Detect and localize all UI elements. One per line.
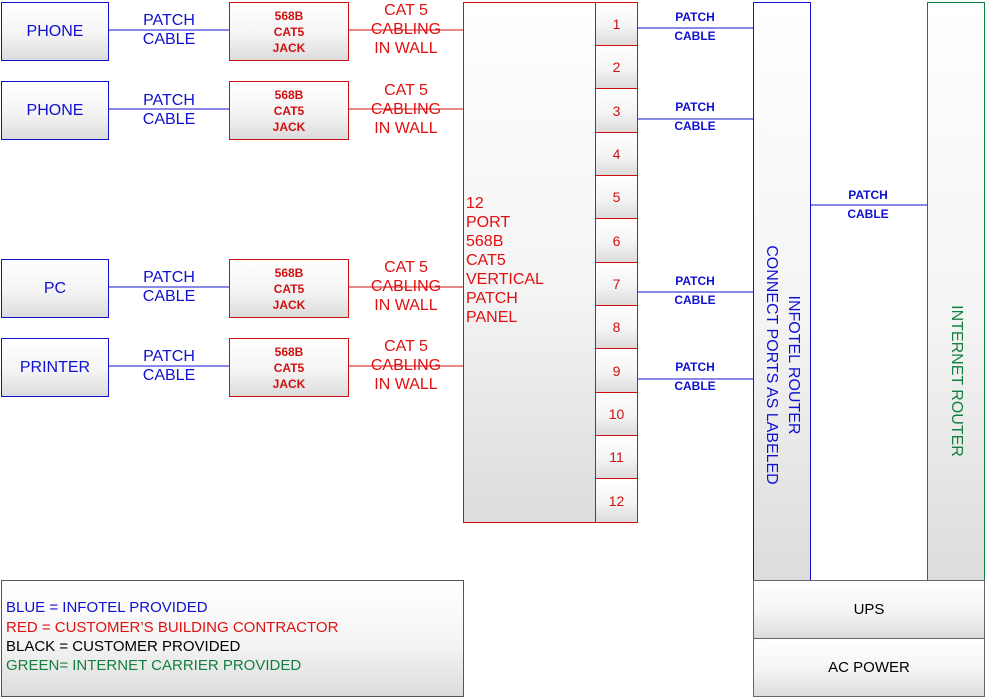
device-phone-1: PHONE (1, 2, 109, 61)
panel-port-5: 5 (595, 175, 638, 219)
panel-port-2: 2 (595, 45, 638, 89)
device-phone-2: PHONE (1, 81, 109, 140)
ac-power-box: AC POWER (753, 638, 985, 697)
legend-green: GREEN= INTERNET CARRIER PROVIDED (6, 657, 302, 674)
panel-port-4: 4 (595, 132, 638, 176)
legend: BLUE = INFOTEL PROVIDED RED = CUSTOMER’S… (1, 580, 464, 697)
ups-box: UPS (753, 580, 985, 639)
panel-port-11: 11 (595, 435, 638, 479)
panel-port-3: 3 (595, 88, 638, 133)
panel-port-12: 12 (595, 478, 638, 523)
internet-router-label: INTERNET ROUTER (948, 305, 965, 457)
panel-port-1: 1 (595, 2, 638, 46)
panel-port-9: 9 (595, 348, 638, 393)
legend-blue: BLUE = INFOTEL PROVIDED (6, 599, 208, 616)
panel-port-8: 8 (595, 305, 638, 349)
panel-port-7: 7 (595, 262, 638, 306)
device-printer: PRINTER (1, 338, 109, 397)
device-pc: PC (1, 259, 109, 318)
panel-port-6: 6 (595, 218, 638, 263)
panel-port-10: 10 (595, 392, 638, 436)
legend-black: BLACK = CUSTOMER PROVIDED (6, 638, 241, 655)
legend-red: RED = CUSTOMER’S BUILDING CONTRACTOR (6, 619, 339, 636)
infotel-router (753, 2, 811, 581)
internet-router (927, 2, 985, 581)
